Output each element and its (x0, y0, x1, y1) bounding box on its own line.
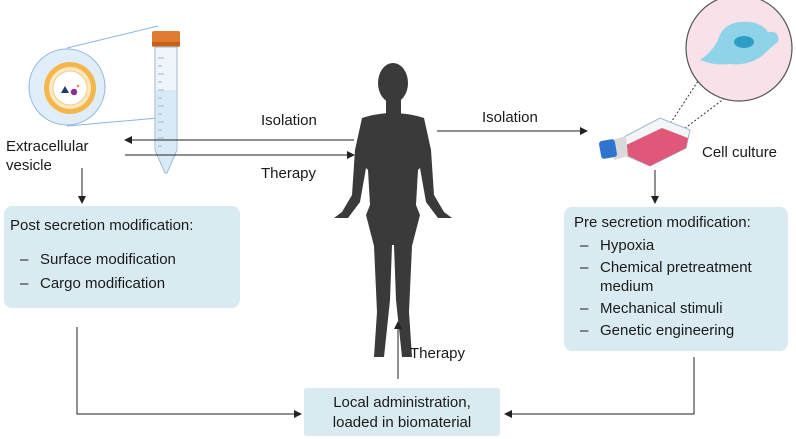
pre-secretion-title: Pre secretion modification: (574, 214, 751, 231)
post-secretion-box: Post secretion modification: Surface mod… (4, 206, 240, 308)
post-secretion-item: Cargo modification (20, 274, 176, 293)
human-body-icon (334, 63, 452, 357)
culture-flask-icon (599, 117, 691, 167)
pre-secretion-box: Pre secretion modification: Hypoxia Chem… (564, 207, 788, 351)
local-administration-line1: Local administration, (333, 394, 471, 411)
post-secretion-title: Post secretion modification: (10, 217, 194, 234)
pre-secretion-item: Mechanical stimuli (580, 299, 752, 318)
post-secretion-item: Surface modification (20, 250, 176, 269)
arrows (76, 127, 695, 418)
isolation-left-label: Isolation (261, 112, 317, 129)
local-administration-line2: loaded in biomaterial (332, 414, 472, 431)
cell-culture-label: Cell culture (702, 144, 778, 161)
centrifuge-tube-icon (152, 31, 180, 174)
pre-secretion-list: Hypoxia Chemical pretreatment medium Mec… (580, 236, 752, 340)
local-administration-box: Local administration, loaded in biomater… (304, 388, 500, 436)
pre-secretion-item-continued: medium (600, 278, 654, 295)
vesicle-zoom-icon (28, 25, 159, 127)
therapy-left-label: Therapy (261, 165, 317, 182)
cell-culture-zoom-icon (665, 0, 793, 139)
isolation-right-label: Isolation (482, 109, 538, 126)
therapy-bottom-label: Therapy (410, 345, 466, 362)
pre-secretion-item: Hypoxia (580, 236, 752, 255)
pre-secretion-item: Chemical pretreatment (580, 258, 752, 277)
pre-secretion-item: Genetic engineering (580, 321, 752, 340)
extracellular-vesicle-label-line1: Extracellular (6, 138, 89, 155)
post-secretion-list: Surface modification Cargo modification (20, 250, 176, 293)
extracellular-vesicle-label-line2: vesicle (6, 157, 52, 174)
